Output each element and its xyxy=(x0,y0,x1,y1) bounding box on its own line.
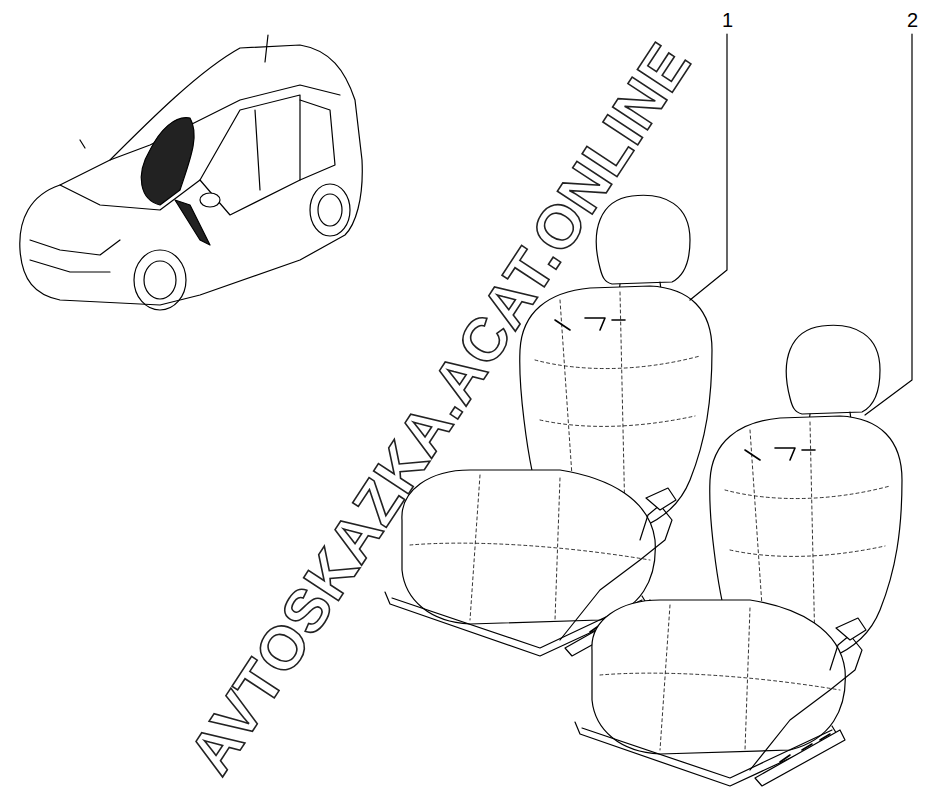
leader-line xyxy=(865,34,912,415)
callout-number: 2 xyxy=(907,10,918,30)
callout-number: 1 xyxy=(722,10,733,30)
car-thumbnail xyxy=(20,35,362,310)
